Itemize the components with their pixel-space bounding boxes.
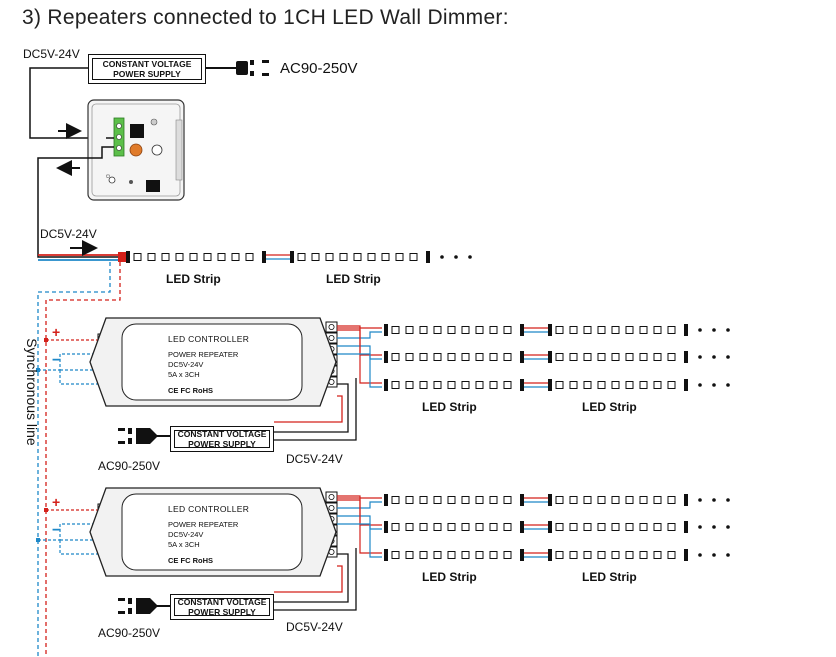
strip-label-top-1: LED Strip <box>166 272 221 286</box>
psu-top-ac-label: AC90-250V <box>280 60 358 77</box>
wall-output-dc-label: DC5V-24V <box>40 227 97 241</box>
controller-1-dc-label: DC5V-24V <box>286 452 343 466</box>
controller-1-title: LED CONTROLLER <box>168 334 250 344</box>
plus-sign-2: + <box>52 494 61 510</box>
controller-2-rating: 5A x 3CH <box>168 540 200 549</box>
controller-2-ac-label: AC90-250V <box>98 626 161 640</box>
svg-text:⏻: ⏻ <box>106 174 110 180</box>
controller-2-voltage: DC5V-24V <box>168 530 204 539</box>
strip-label-top-2: LED Strip <box>326 272 381 286</box>
psu-2-line2: POWER SUPPLY <box>188 607 256 617</box>
psu-1-line1: CONSTANT VOLTAGE <box>177 429 267 439</box>
psu-1-line2: POWER SUPPLY <box>188 439 256 449</box>
strip-label-c2-1: LED Strip <box>422 570 477 584</box>
strip-label-c1-2: LED Strip <box>582 400 637 414</box>
psu-top-dc-label: DC5V-24V <box>23 47 80 61</box>
controller-1-rating: 5A x 3CH <box>168 370 200 379</box>
controller-1-ac-label: AC90-250V <box>98 459 161 473</box>
controller-1-cert: CE FC RoHS <box>168 386 213 395</box>
power-repeater-2: LED CONTROLLER POWER REPEATER DC5V-24V 5… <box>88 484 338 580</box>
strip-label-c2-2: LED Strip <box>582 570 637 584</box>
psu-2-line1: CONSTANT VOLTAGE <box>177 597 267 607</box>
diagram-title: 3) Repeaters connected to 1CH LED Wall D… <box>22 6 509 29</box>
power-supply-2: CONSTANT VOLTAGE POWER SUPPLY <box>170 594 274 620</box>
controller-2-title: LED CONTROLLER <box>168 504 250 514</box>
ac-plug-icon <box>236 60 269 76</box>
minus-sign-1: − <box>52 352 62 369</box>
power-supply-1: CONSTANT VOLTAGE POWER SUPPLY <box>170 426 274 452</box>
psu-top-line2: POWER SUPPLY <box>113 69 181 79</box>
controller-2-cert: CE FC RoHS <box>168 556 213 565</box>
minus-sign-2: − <box>52 522 62 539</box>
power-repeater-1: LED CONTROLLER POWER REPEATER DC5V-24V 5… <box>88 314 338 410</box>
wall-dimmer-device: ⏻ <box>87 99 185 201</box>
plus-sign-1: + <box>52 324 61 340</box>
top-led-strip <box>126 251 472 263</box>
power-supply-top: CONSTANT VOLTAGE POWER SUPPLY <box>88 54 206 84</box>
controller-1-voltage: DC5V-24V <box>168 360 204 369</box>
controller-2-model: POWER REPEATER <box>168 520 239 529</box>
strip-label-c1-1: LED Strip <box>422 400 477 414</box>
synchronous-line-label: Synchronous line <box>24 338 40 446</box>
controller-2-dc-label: DC5V-24V <box>286 620 343 634</box>
controller-1-model: POWER REPEATER <box>168 350 239 359</box>
psu-top-line1: CONSTANT VOLTAGE <box>102 59 192 69</box>
